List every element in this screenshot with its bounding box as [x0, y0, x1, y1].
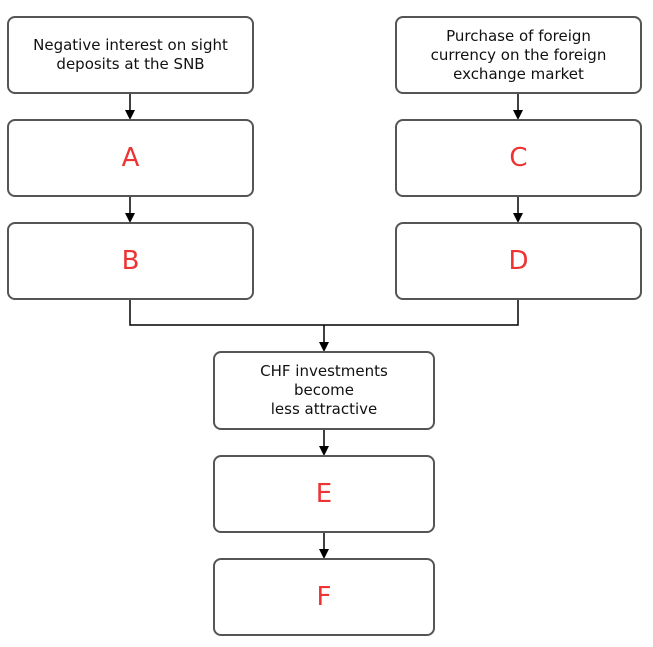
box-b: B	[7, 222, 254, 300]
box-negative-interest: Negative interest on sight deposits at t…	[7, 16, 254, 94]
connector-b-d-merge	[129, 300, 519, 326]
box-d: D	[395, 222, 642, 300]
box-c-label: C	[509, 143, 528, 173]
box-a-label: A	[121, 143, 140, 173]
box-negative-interest-label: Negative interest on sight deposits at t…	[33, 36, 228, 73]
box-c: C	[395, 119, 642, 197]
box-b-label: B	[121, 246, 140, 276]
box-purchase-foreign-currency-label: Purchase of foreign currency on the fore…	[430, 26, 607, 83]
box-chf-investments: CHF investments become less attractive	[213, 351, 435, 430]
box-purchase-foreign-currency: Purchase of foreign currency on the fore…	[395, 16, 642, 94]
box-e-label: E	[315, 479, 333, 509]
box-a: A	[7, 119, 254, 197]
box-f-label: F	[316, 582, 332, 612]
box-chf-investments-label: CHF investments become less attractive	[260, 362, 388, 418]
box-f: F	[213, 558, 435, 636]
box-d-label: D	[508, 246, 529, 276]
box-e: E	[213, 455, 435, 533]
